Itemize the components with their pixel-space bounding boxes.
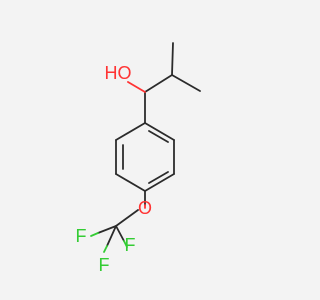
bond-cf3-center-to-right-f — [115, 225, 125, 242]
ring-bond-top-right — [144, 122, 175, 141]
bond-isopropyl-right — [171, 74, 201, 92]
bond-cf3-center-to-bottom-f — [106, 225, 117, 247]
bond-isopropyl-to-carbinol — [144, 74, 173, 93]
fluorine-left-label: F — [76, 226, 87, 246]
ring-bond-bottom-right — [144, 173, 175, 192]
ring-double-bond-top-right — [148, 130, 169, 143]
hydroxyl-label: HO — [105, 63, 132, 83]
bond-ether-to-cf3 — [115, 209, 139, 227]
bond-cf3-center-to-left-f — [97, 225, 117, 234]
bond-bottom-f-stub — [103, 245, 108, 253]
carbon-skeleton — [97, 42, 201, 247]
ring-double-bond-bottom-right — [148, 171, 169, 184]
ring-bond-bottom-left — [115, 173, 146, 192]
bond-carbinol-to-oh — [127, 81, 146, 93]
hetero-bonds — [90, 81, 146, 253]
bond-isopropyl-top — [171, 42, 174, 76]
molecule-structure: HO O F F F — [75, 42, 201, 275]
bond-left-f-stub — [90, 232, 99, 237]
fluorine-right-label: F — [125, 235, 136, 255]
ether-oxygen-label: O — [138, 198, 152, 218]
atom-labels: HO O F F F — [76, 63, 153, 275]
fluorine-bottom-label: F — [99, 255, 110, 275]
bond-right-f-stub — [123, 240, 128, 248]
ring-bond-top-left — [115, 122, 146, 141]
